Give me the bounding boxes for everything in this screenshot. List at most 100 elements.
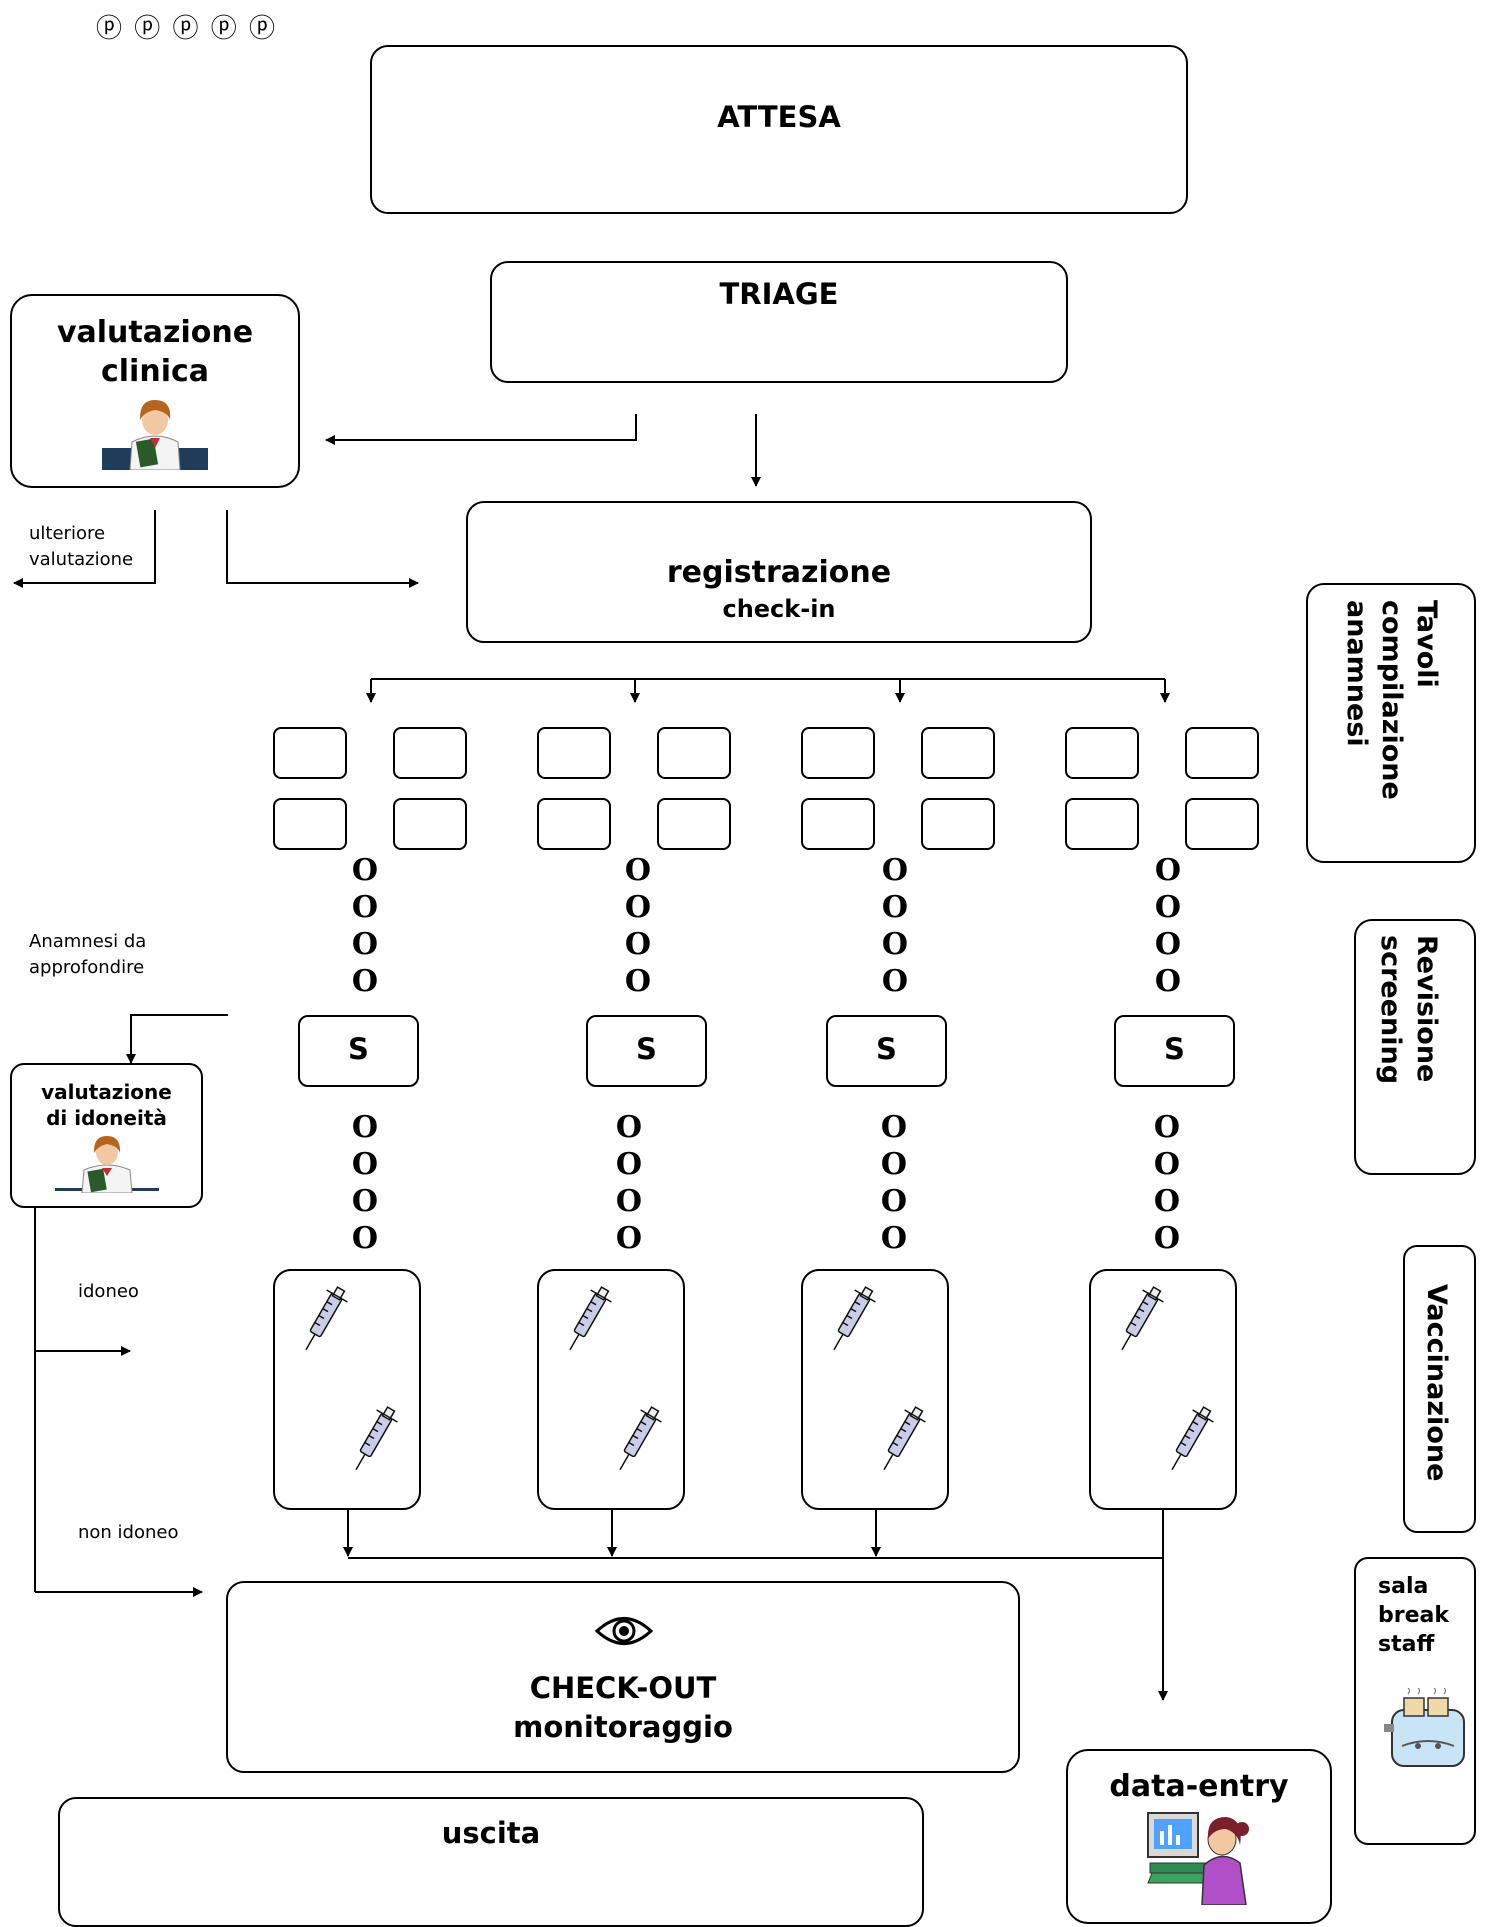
arrow-anamnesi-approfondire <box>126 1014 228 1064</box>
arrow-triage-to-clinica <box>325 414 637 445</box>
doctor-icon <box>102 400 208 470</box>
form-table <box>657 798 731 850</box>
queue-lower-4: O O O O <box>1147 1109 1187 1257</box>
queue-marker: O <box>1153 1110 1181 1145</box>
queue-marker: O <box>880 1221 908 1256</box>
check-in-label: check-in <box>722 595 836 623</box>
checkout-box <box>226 1581 1020 1773</box>
queue-marker: O <box>351 1147 379 1182</box>
queue-marker: O <box>880 1110 908 1145</box>
queue-marker: O <box>1153 1147 1181 1182</box>
sala-break-line3: staff <box>1378 1632 1435 1657</box>
syringe-icon <box>1171 1406 1214 1471</box>
doctor-icon <box>55 1136 159 1193</box>
vaccination-booth <box>1089 1269 1237 1510</box>
queue-marker: O <box>1153 1221 1181 1256</box>
syringe-icon <box>569 1286 612 1351</box>
data-entry-box <box>1066 1749 1332 1924</box>
vaccinazione-side-box <box>1403 1245 1476 1533</box>
syringe-icon <box>833 1286 876 1351</box>
revisione-side-box <box>1354 919 1476 1175</box>
checkout-line1: CHECK-OUT <box>529 1671 717 1705</box>
data-entry-label: data-entry <box>1109 1769 1289 1804</box>
sala-break-line1: sala <box>1378 1574 1429 1599</box>
queue-marker: O <box>1154 890 1182 925</box>
ulteriore-valutazione-label-1: ulteriore <box>29 523 106 544</box>
queue-marker: O <box>351 964 379 999</box>
triage-label: TRIAGE <box>719 277 839 311</box>
queue-lower-1: O O O O <box>345 1109 385 1257</box>
queue-marker: O <box>881 853 909 888</box>
screening-label: S <box>876 1032 897 1066</box>
queue-marker: O <box>624 890 652 925</box>
tavoli-line2: compilazione <box>1376 600 1407 800</box>
queue-marker: O <box>1154 964 1182 999</box>
queue-marker: O <box>624 853 652 888</box>
valutazione-clinica-line1: valutazione <box>56 315 254 350</box>
queue-marker: O <box>351 927 379 962</box>
checkout-line2: monitoraggio <box>513 1710 733 1744</box>
queue-marker: O <box>615 1147 643 1182</box>
vaccination-booth <box>801 1269 949 1510</box>
non-idoneo-label: non idoneo <box>78 1522 179 1543</box>
queue-lower-2: O O O O <box>609 1109 649 1257</box>
idoneo-label: idoneo <box>78 1281 139 1302</box>
registrazione-box <box>466 501 1092 643</box>
screening-box <box>586 1015 707 1087</box>
queue-marker: O <box>880 1147 908 1182</box>
anamnesi-label-1: Anamnesi da <box>29 931 147 952</box>
form-table <box>1185 798 1259 850</box>
form-table <box>921 727 995 779</box>
attesa-box <box>370 45 1188 214</box>
form-table <box>1065 798 1139 850</box>
form-table <box>393 798 467 850</box>
queue-marker: O <box>351 853 379 888</box>
form-table <box>537 798 611 850</box>
queue-marker: O <box>624 927 652 962</box>
ulteriore-valutazione-label-2: valutazione <box>29 549 134 570</box>
screening-box <box>826 1015 947 1087</box>
form-table <box>921 798 995 850</box>
tavoli-side-box <box>1306 583 1476 863</box>
form-table <box>537 727 611 779</box>
tavoli-line3: anamnesi <box>1341 600 1372 747</box>
eye-icon <box>595 1617 653 1645</box>
queue-marker: O <box>1154 927 1182 962</box>
queue-marker: O <box>615 1110 643 1145</box>
form-table <box>657 727 731 779</box>
queue-marker: O <box>624 964 652 999</box>
syringe-icon <box>355 1406 398 1471</box>
vaccination-booth <box>273 1269 421 1510</box>
queue-marker: O <box>881 964 909 999</box>
queue-marker: O <box>880 1184 908 1219</box>
queue-marker: O <box>351 890 379 925</box>
queue-marker: O <box>351 1110 379 1145</box>
screening-label: S <box>1164 1032 1185 1066</box>
valutazione-clinica-line2: clinica <box>100 354 210 389</box>
screening-box <box>1114 1015 1235 1087</box>
registrazione-label: registrazione <box>666 555 892 590</box>
screening-label: S <box>636 1032 657 1066</box>
valutazione-idoneita-line2: di idoneità <box>46 1106 167 1130</box>
queue-upper-3: O O O O <box>875 852 915 1000</box>
computer-user-icon <box>1147 1812 1249 1905</box>
form-table <box>393 727 467 779</box>
arrow-clinica-to-registrazione <box>226 510 419 588</box>
arrow-ulteriore-valutazione <box>13 510 156 588</box>
valutazione-idoneita-line1: valutazione <box>41 1080 172 1104</box>
form-table <box>273 798 347 850</box>
queue-marker: O <box>615 1184 643 1219</box>
form-table <box>801 798 875 850</box>
anamnesi-label-2: approfondire <box>29 957 145 978</box>
form-table <box>273 727 347 779</box>
toaster-icon <box>1384 1688 1465 1767</box>
syringe-icon <box>1121 1286 1164 1351</box>
queue-marker: O <box>881 927 909 962</box>
screening-box <box>298 1015 419 1087</box>
syringe-icon <box>619 1406 662 1471</box>
queue-marker: O <box>1153 1184 1181 1219</box>
screening-label: S <box>348 1032 369 1066</box>
queue-marker: O <box>881 890 909 925</box>
revisione-line1: Revisione <box>1411 935 1442 1083</box>
